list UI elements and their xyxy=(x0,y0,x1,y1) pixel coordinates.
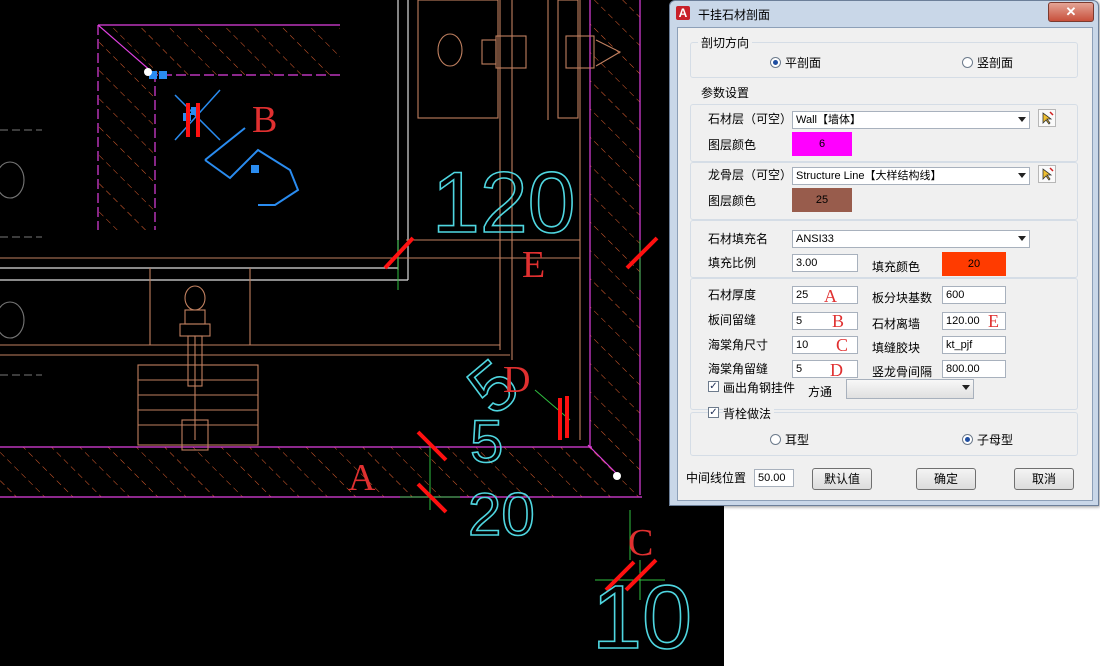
cad-label-e: E xyxy=(522,244,545,286)
pick-cursor-icon xyxy=(1042,111,1054,125)
corner-gap-input[interactable]: 5 xyxy=(792,360,858,378)
dim-120: 120 xyxy=(432,155,576,251)
dialog-title: 干挂石材剖面 xyxy=(698,8,771,22)
stone-color-label: 图层颜色 xyxy=(708,138,757,152)
wall-outline xyxy=(0,0,409,281)
block-base-input[interactable]: 600 xyxy=(942,286,1006,304)
fill-group xyxy=(690,220,1078,278)
center-line-label: 中间线位置 xyxy=(686,471,747,485)
stone-layer-label: 石材层（可空） xyxy=(708,112,793,126)
cad-labels: B E D A C xyxy=(252,99,653,564)
radio-plan-label: 平剖面 xyxy=(785,56,822,70)
fill-color-label: 填充颜色 xyxy=(872,260,921,274)
cad-drawing: 120 5 5 20 10 B E D A C xyxy=(0,0,693,666)
keel-structure xyxy=(0,0,622,451)
keel-color-swatch[interactable]: 25 xyxy=(792,188,852,212)
gap-label: 板间留缝 xyxy=(708,313,757,327)
ok-button[interactable]: 确定 xyxy=(916,468,976,490)
stone-section-dialog: A 干挂石材剖面 ✕ 剖切方向 平剖面 竖剖面 参数设置 石材层（可空） Wal… xyxy=(669,0,1099,506)
offset-annotation: E xyxy=(988,311,999,331)
dimension-text: 120 5 5 20 10 xyxy=(431,154,693,666)
pick-cursor-icon xyxy=(1042,167,1054,181)
autocad-app-icon: A xyxy=(676,6,690,20)
green-dim-lines xyxy=(397,240,665,600)
pick-keel-layer-button[interactable] xyxy=(1038,165,1056,183)
fill-scale-input[interactable]: 3.00 xyxy=(792,254,858,272)
dialog-body: 剖切方向 平剖面 竖剖面 参数设置 石材层（可空） Wall【墙体】 图层颜色 … xyxy=(677,27,1093,501)
corner-size-annotation: C xyxy=(836,335,849,355)
stone-panel-bottom xyxy=(0,444,642,498)
radio-ear-label: 耳型 xyxy=(785,433,810,447)
radio-mother-type[interactable] xyxy=(962,434,973,445)
chevron-down-icon xyxy=(962,385,970,390)
thickness-input[interactable]: 25 xyxy=(792,286,858,304)
gap-annotation: B xyxy=(832,311,845,331)
cad-label-d: D xyxy=(503,359,530,401)
center-line-input[interactable]: 50.00 xyxy=(754,469,794,487)
stone-panel-right xyxy=(589,0,641,495)
title-bar[interactable]: A 干挂石材剖面 ✕ xyxy=(670,1,1098,25)
cancel-button[interactable]: 取消 xyxy=(1014,468,1074,490)
pick-layer-button[interactable] xyxy=(1038,109,1056,127)
params-label: 参数设置 xyxy=(698,84,753,101)
dim-20: 20 xyxy=(468,481,535,548)
corner-gap-annotation: D xyxy=(830,360,843,380)
gap-input[interactable]: 5 xyxy=(792,312,858,330)
thickness-annotation: A xyxy=(824,286,837,306)
fill-scale-label: 填充比例 xyxy=(708,256,757,270)
radio-mother-label: 子母型 xyxy=(977,433,1014,447)
stone-color-swatch[interactable]: 6 xyxy=(792,132,852,156)
thickness-label: 石材厚度 xyxy=(708,288,757,302)
joint-block-input[interactable]: kt_pjf xyxy=(942,336,1006,354)
fill-color-swatch[interactable]: 20 xyxy=(942,252,1006,276)
chevron-down-icon xyxy=(1018,236,1026,241)
corner-size-label: 海棠角尺寸 xyxy=(708,338,769,352)
radio-vertical-label: 竖剖面 xyxy=(977,56,1014,70)
keel-color-label: 图层颜色 xyxy=(708,194,757,208)
corner-gap-label: 海棠角留缝 xyxy=(708,362,769,376)
chevron-down-icon xyxy=(1018,173,1026,178)
keel-spacing-input[interactable]: 800.00 xyxy=(942,360,1006,378)
cad-canvas[interactable]: 120 5 5 20 10 B E D A C xyxy=(0,0,724,666)
stone-block-top-left xyxy=(97,24,340,230)
dim-10: 10 xyxy=(592,568,692,666)
fill-name-label: 石材填充名 xyxy=(708,232,769,246)
offset-label: 石材离墙 xyxy=(872,317,921,331)
keel-layer-select[interactable]: Structure Line【大样结构线】 xyxy=(792,167,1030,185)
stone-layer-select[interactable]: Wall【墙体】 xyxy=(792,111,1030,129)
chevron-down-icon xyxy=(1018,117,1026,122)
angle-steel-label: 画出角钢挂件 xyxy=(723,381,796,395)
radio-ear-type[interactable] xyxy=(770,434,781,445)
block-base-label: 板分块基数 xyxy=(872,291,933,305)
tube-select[interactable] xyxy=(846,379,974,399)
offset-input[interactable]: 120.00 xyxy=(942,312,1006,330)
radio-plan-section[interactable] xyxy=(770,57,781,68)
tube-label: 方通 xyxy=(808,385,833,399)
default-button[interactable]: 默认值 xyxy=(812,468,872,490)
red-tick-marks xyxy=(186,103,659,592)
close-button[interactable]: ✕ xyxy=(1048,2,1094,22)
cad-label-a: A xyxy=(348,457,376,499)
fill-name-select[interactable]: ANSI33 xyxy=(792,230,1030,248)
angle-steel-checkbox[interactable]: ✓ xyxy=(708,381,719,392)
cad-label-c: C xyxy=(628,522,653,564)
back-bolt-checkbox[interactable]: ✓ xyxy=(708,407,719,418)
radio-vertical-section[interactable] xyxy=(962,57,973,68)
joint-block-label: 填缝胶块 xyxy=(872,341,921,355)
corner-size-input[interactable]: 10 xyxy=(792,336,858,354)
cut-direction-group xyxy=(690,42,1078,78)
dim-5-b: 5 xyxy=(470,408,503,475)
back-bolt-label: 背栓做法 xyxy=(723,405,775,422)
keel-spacing-label: 竖龙骨间隔 xyxy=(872,365,933,379)
keel-layer-label: 龙骨层（可空） xyxy=(708,168,793,182)
cut-direction-label: 剖切方向 xyxy=(698,34,753,51)
cad-label-b: B xyxy=(252,99,277,141)
grip-markers xyxy=(144,68,621,480)
